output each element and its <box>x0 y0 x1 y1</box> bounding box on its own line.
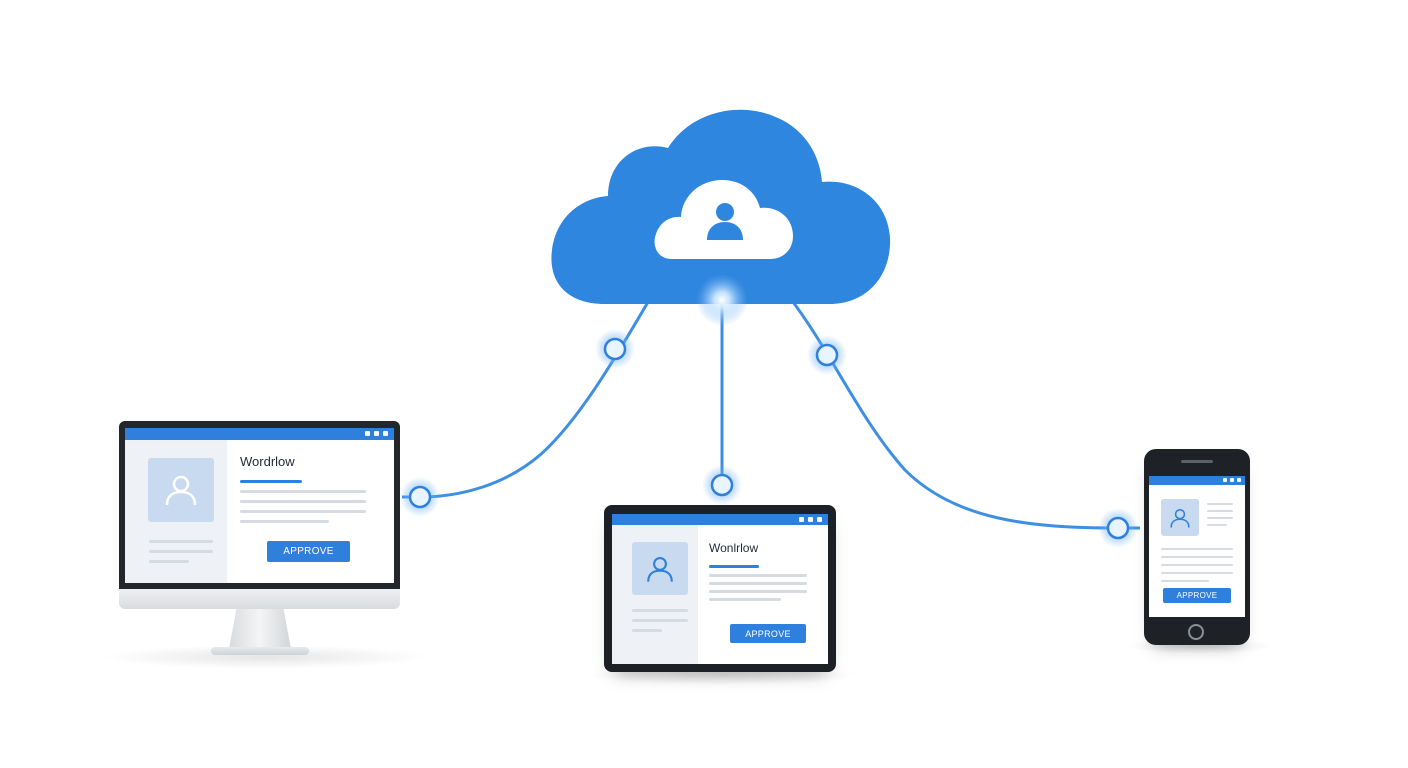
workflow-title: Wordrlow <box>240 454 295 469</box>
node-upper-right <box>807 335 847 375</box>
body-text-line <box>709 598 781 601</box>
profile-avatar <box>1161 499 1199 536</box>
monitor-stand-neck <box>229 609 291 649</box>
window-titlebar <box>125 428 394 440</box>
node-upper-left <box>595 329 635 369</box>
cloud-hub-glow <box>696 274 748 326</box>
window-controls <box>1223 478 1241 482</box>
approve-button[interactable]: APPROVE <box>267 541 350 562</box>
approve-button[interactable]: APPROVE <box>730 624 806 643</box>
window-dot-icon[interactable] <box>1237 478 1241 482</box>
phone-screen: APPROVE <box>1149 476 1245 617</box>
body-text-line <box>240 510 366 513</box>
body-text-line <box>1161 548 1233 550</box>
body-text-line <box>709 582 807 585</box>
body-text-line <box>1161 564 1233 566</box>
node-desktop <box>400 477 440 517</box>
user-icon <box>707 203 743 240</box>
panel-text-line <box>632 619 688 622</box>
approve-button[interactable]: APPROVE <box>1163 588 1231 603</box>
body-text-line <box>1161 572 1233 574</box>
monitor-chin <box>119 589 400 609</box>
title-underline <box>240 480 302 483</box>
window-dot-icon[interactable] <box>808 517 813 522</box>
workflow-title: Wonlrlow <box>709 541 759 555</box>
side-text-line <box>1207 503 1233 505</box>
window-titlebar <box>1149 476 1245 485</box>
body-text-line <box>240 520 329 523</box>
body-text-line <box>709 590 807 593</box>
window-titlebar <box>612 514 828 525</box>
window-dot-icon[interactable] <box>799 517 804 522</box>
window-controls <box>799 517 822 522</box>
side-text-line <box>1207 517 1233 519</box>
body-text-line <box>709 574 807 577</box>
link-cloud-to-phone <box>788 296 1120 530</box>
node-phone <box>1098 508 1138 548</box>
body-text-line <box>240 500 366 503</box>
window-dot-icon[interactable] <box>1223 478 1227 482</box>
window-dot-icon[interactable] <box>1230 478 1234 482</box>
side-text-line <box>1207 510 1233 512</box>
profile-avatar <box>632 542 688 595</box>
left-panel <box>125 440 227 583</box>
user-icon <box>165 475 197 506</box>
panel-text-line <box>149 560 189 563</box>
phone-device: APPROVE <box>1144 449 1250 645</box>
tablet-device: Wonlrlow APPROVE <box>604 505 836 672</box>
link-cloud-to-desktop <box>418 293 654 499</box>
desktop-monitor: Wordrlow APPROVE <box>119 421 400 655</box>
monitor-stand-foot <box>211 647 309 655</box>
body-text-line <box>1161 556 1233 558</box>
phone-speaker <box>1181 460 1213 463</box>
user-icon <box>647 556 673 582</box>
node-tablet <box>702 465 742 505</box>
left-panel <box>612 525 698 664</box>
window-dot-icon[interactable] <box>374 431 379 436</box>
window-dot-icon[interactable] <box>383 431 388 436</box>
home-button[interactable] <box>1188 624 1204 640</box>
tablet-screen: Wonlrlow APPROVE <box>612 514 828 664</box>
body-text-line <box>1161 580 1209 582</box>
window-dot-icon[interactable] <box>817 517 822 522</box>
panel-text-line <box>632 629 662 632</box>
panel-text-line <box>632 609 688 612</box>
profile-avatar <box>148 458 214 522</box>
window-dot-icon[interactable] <box>365 431 370 436</box>
user-icon <box>1170 508 1190 528</box>
body-text-line <box>240 490 366 493</box>
panel-text-line <box>149 540 213 543</box>
side-text-line <box>1207 524 1227 526</box>
panel-text-line <box>149 550 213 553</box>
desktop-screen: Wordrlow APPROVE <box>125 428 394 583</box>
title-underline <box>709 565 759 568</box>
window-controls <box>365 431 388 436</box>
